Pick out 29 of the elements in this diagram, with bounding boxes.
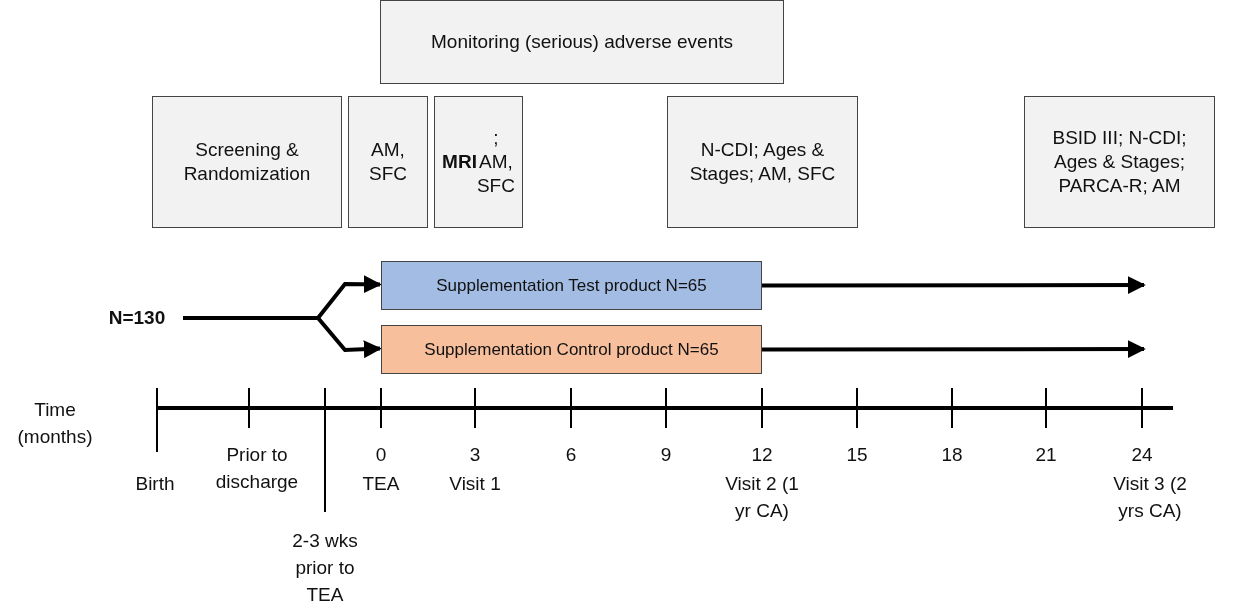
tick-label: 12	[750, 443, 774, 467]
process-box: Supplementation Control product N=65	[381, 325, 762, 374]
tick-label: 15	[845, 443, 869, 467]
timepoint-label: Prior to discharge	[214, 443, 300, 494]
timepoint-label: TEA	[361, 472, 401, 496]
timepoint-label: 2-3 wks prior to TEA	[291, 529, 359, 607]
tick-label: 18	[940, 443, 964, 467]
axis-label: Time (months)	[16, 398, 94, 449]
process-box: Supplementation Test product N=65	[381, 261, 762, 310]
timepoint-label: Visit 1	[448, 472, 502, 496]
tick-label: 9	[659, 443, 673, 467]
process-box: AM, SFC	[348, 96, 428, 228]
tick-label: 3	[468, 443, 482, 467]
process-box: Monitoring (serious) adverse events	[380, 0, 784, 84]
tick-label: 21	[1034, 443, 1058, 467]
arrow	[762, 276, 1146, 294]
tick-label: 6	[564, 443, 578, 467]
timepoint-label: Visit 2 (1 yr CA)	[724, 472, 800, 523]
tick-label: 24	[1130, 443, 1154, 467]
timepoint-label: Birth	[134, 472, 176, 496]
process-box: N-CDI; Ages & Stages; AM, SFC	[667, 96, 858, 228]
timepoint-label: Visit 3 (2 yrs CA)	[1112, 472, 1188, 523]
arrow	[183, 316, 382, 359]
process-box: Screening & Randomization	[152, 96, 342, 228]
sample-size-text: N=130	[98, 304, 176, 332]
process-box: MRI; AM, SFC	[434, 96, 523, 228]
process-box: BSID III; N-CDI; Ages & Stages; PARCA-R; AM	[1024, 96, 1215, 228]
arrow	[762, 340, 1146, 358]
tick-label: 0	[374, 443, 388, 467]
